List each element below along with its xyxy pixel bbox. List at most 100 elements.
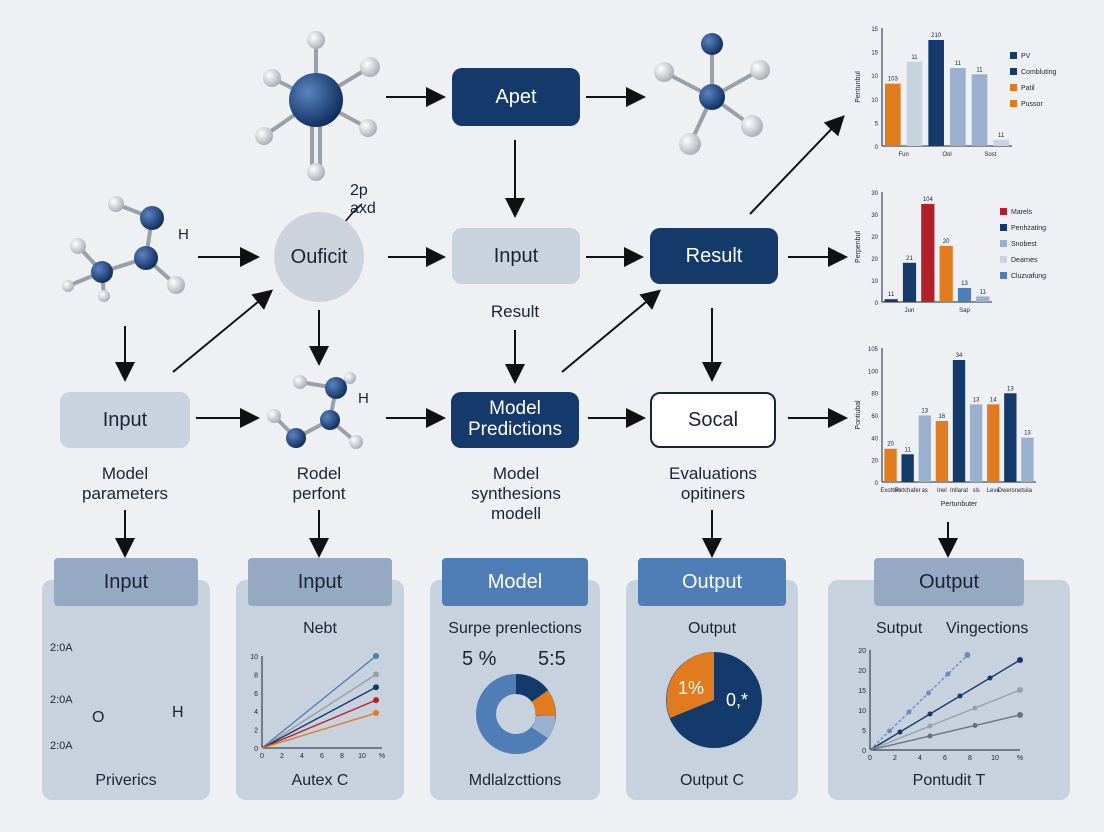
y-tick-label: 105 (868, 347, 879, 353)
x-tick-label: 0 (260, 753, 264, 760)
x-tick-label: 6 (320, 753, 324, 760)
legend-label: Dearnes (1011, 257, 1038, 264)
model-parameters-caption: Model parameters (82, 464, 168, 503)
donut-segment-light (531, 715, 555, 739)
bar-data-label: 34 (956, 353, 963, 359)
series-line (869, 654, 968, 751)
donut-right-value: 5:5 (538, 648, 566, 670)
bar-data-label: 103 (888, 77, 899, 83)
y-tick-label: 10 (858, 708, 866, 715)
bar (950, 68, 966, 146)
donut-chart (476, 674, 556, 754)
pie-right-value: 0,* (726, 690, 749, 710)
x-tick-label: Jun (905, 308, 915, 314)
x-tick-label: Inel (937, 488, 947, 494)
pie-slice-orange (666, 652, 714, 718)
data-point (987, 675, 993, 681)
bar-data-label: 11 (911, 55, 918, 61)
y-tick-label: 30 (871, 191, 878, 197)
atom-h-label: H (178, 226, 189, 243)
molecule-icon (255, 31, 380, 181)
data-point (945, 671, 951, 677)
data-point (906, 709, 912, 715)
data-point (1017, 712, 1023, 718)
donut-segment-navy (515, 674, 548, 703)
bar (935, 421, 949, 482)
y-tick-label: 8 (254, 672, 258, 679)
series-line (261, 655, 377, 749)
panel-model-header: Model (442, 558, 588, 606)
data-point (927, 711, 933, 717)
pie-chart (666, 652, 762, 748)
y-tick-label: 100 (868, 369, 879, 375)
data-point (957, 693, 963, 699)
annotation-2p: 2p axd (350, 182, 376, 217)
x-tick-label: Ool (942, 152, 951, 158)
result-node: Result (650, 228, 778, 284)
x-tick-label: as (922, 488, 928, 494)
y-axis-label: Pentunbul (855, 71, 862, 103)
data-point (964, 652, 971, 658)
x-tick-label: 8 (968, 755, 972, 762)
model-predictions-node: Model Predictions (451, 392, 579, 448)
x-tick-label: sls (972, 488, 979, 494)
panel-input-1-footer: Priverics (95, 772, 157, 789)
legend-label: Pussor (1021, 101, 1043, 108)
bar-data-label: 11 (976, 67, 983, 73)
data-point (1017, 657, 1023, 663)
bar-data-label: 16 (939, 414, 946, 420)
x-tick-label: Sap (959, 308, 970, 314)
y-tick-label: 5 (862, 728, 866, 735)
y-tick-label: 10 (871, 74, 878, 80)
bar-data-label: 13 (973, 397, 980, 403)
x-tick-label: 6 (943, 755, 947, 762)
data-point (927, 733, 933, 739)
y-tick-label: 0 (875, 481, 879, 487)
x-tick-label: 2 (280, 753, 284, 760)
legend-swatch (1000, 240, 1007, 247)
y-tick-label: 0 (862, 748, 866, 755)
bar (976, 296, 990, 302)
y-tick-label: 0 (254, 746, 258, 753)
data-point (373, 671, 379, 678)
molecule-icon (654, 33, 770, 155)
y-tick-label: 15 (871, 51, 878, 57)
x-tick-label: 10 (991, 755, 999, 762)
bar-data-label: 14 (990, 397, 997, 403)
legend-swatch (1000, 224, 1007, 231)
y-tick-label: 20 (858, 668, 866, 675)
data-point (972, 723, 978, 728)
x-axis-label: Pertunbuter (941, 501, 978, 508)
bar-data-label: 13 (961, 281, 968, 287)
data-point (887, 728, 892, 734)
y-tick-label: 15 (858, 688, 866, 695)
bar (1004, 393, 1017, 482)
bar-data-label: 11 (980, 289, 987, 295)
tick-label: 2:0A (50, 740, 73, 752)
data-point (373, 684, 379, 691)
x-tick-label: Fun (898, 152, 908, 158)
panel-input-1 (42, 580, 210, 800)
y-tick-label: 60 (871, 414, 878, 420)
y-tick-label: 4 (254, 709, 258, 716)
legend-swatch (1010, 100, 1017, 107)
legend-swatch (1000, 208, 1007, 215)
x-tick-label: 2 (893, 755, 897, 762)
legend-label: Combluting (1021, 69, 1057, 76)
series-line (261, 712, 377, 749)
series-line (869, 689, 1021, 751)
bar-data-label: 104 (923, 197, 934, 203)
legend-swatch (1000, 272, 1007, 279)
y-tick-label: 6 (254, 691, 258, 698)
result-caption: Result (490, 302, 540, 321)
panel-output-2-subtitle-right: Vingections (946, 620, 1029, 637)
panel-output-1-footer: Output C (679, 772, 745, 789)
data-point (373, 653, 379, 659)
y-tick-label: 10 (250, 654, 258, 661)
legend-swatch (1000, 256, 1007, 263)
